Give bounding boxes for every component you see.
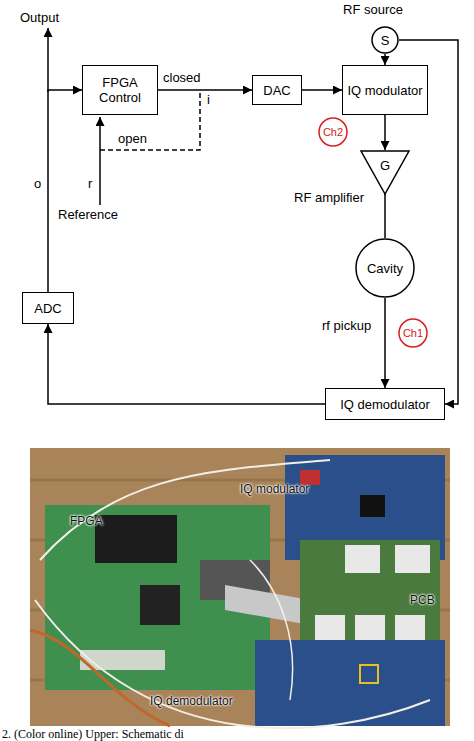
probe-label: Ch2	[323, 125, 343, 140]
box-label: ADC	[34, 301, 61, 316]
box-label: FPGA Control	[83, 75, 157, 105]
node-text-stack: ADC	[34, 301, 61, 316]
amplifier-label: RF amplifier	[294, 190, 364, 205]
signal-connector	[384, 54, 386, 65]
node-text-stack: G	[380, 158, 390, 173]
pcb-part	[355, 615, 385, 643]
figure-caption: 2. (Color online) Upper: Schematic di	[2, 727, 184, 741]
signal-name: Reference	[58, 207, 118, 222]
amplifier-triangle: RF amplifierG	[360, 150, 410, 194]
node-text-stack: IQ modulator	[347, 83, 422, 98]
converter-box: DAC	[252, 75, 302, 105]
board-part	[360, 495, 385, 517]
demodulator-box: IQ demodulator	[325, 388, 445, 420]
converter-box: ADC	[22, 292, 74, 324]
rf-cable	[35, 600, 430, 728]
modulator-box: IQ modulator	[342, 65, 428, 115]
connector-label: closed	[163, 70, 201, 85]
box-label: IQ demodulator	[340, 397, 430, 412]
photo-label: IQ demodulator	[150, 694, 233, 708]
box-label: IQ modulator	[347, 83, 422, 98]
signal-connector	[384, 194, 386, 238]
rf-cable	[40, 460, 330, 560]
connector-group	[48, 40, 458, 404]
output-wire	[47, 28, 49, 92]
signal-connector	[302, 89, 342, 91]
node-text-stack: DAC	[263, 83, 290, 98]
probe-circle: Ch2	[318, 117, 348, 147]
node-text-stack: IQ demodulator	[340, 397, 430, 412]
box-label: DAC	[263, 83, 290, 98]
signal-connector	[384, 298, 386, 388]
fpga-chip	[140, 585, 180, 625]
rf-cable	[30, 630, 170, 726]
signal-connector	[48, 90, 82, 292]
gain-symbol: G	[380, 158, 390, 173]
loop-mode-label: open	[118, 131, 147, 146]
demodulator-board	[255, 640, 445, 726]
node-text-stack: Cavity	[367, 261, 403, 276]
pcb-part	[395, 545, 430, 573]
circle-outline	[399, 319, 427, 347]
signal-name: Output	[20, 10, 59, 25]
node-text-stack: Ch2	[323, 125, 343, 140]
source-circle: RF sourceS	[371, 26, 399, 54]
rf-cable	[250, 560, 293, 700]
pcb-part	[395, 615, 425, 643]
board-screen	[95, 515, 177, 563]
control-box: FPGA Control	[82, 65, 158, 115]
circle-outline	[372, 27, 398, 53]
signal-connector	[48, 324, 325, 404]
probe-label: Ch1	[403, 326, 423, 341]
triangle-outline	[361, 151, 409, 194]
reference-wire	[99, 117, 101, 205]
signal-connector	[384, 115, 386, 150]
circle-outline	[356, 239, 414, 297]
pcb-part	[345, 545, 380, 573]
highlight-box	[360, 665, 378, 683]
signal-name: i	[207, 92, 210, 107]
node-text-stack: Ch1	[403, 326, 423, 341]
signal-connector	[158, 89, 252, 91]
ribbon-cable	[225, 585, 310, 625]
photo-background	[30, 448, 450, 726]
photo-label: PCB	[410, 593, 435, 607]
node-text-stack: S	[381, 33, 390, 48]
photo-label: FPGA	[70, 514, 103, 528]
pcb-part	[315, 615, 345, 643]
connector-label: rf pickup	[322, 318, 371, 333]
photo-label: IQ modulator	[240, 482, 309, 496]
source-symbol: S	[381, 33, 390, 48]
circle-outline	[319, 118, 347, 146]
node-text-stack: FPGA Control	[83, 75, 157, 105]
source-heading: RF source	[343, 2, 403, 17]
probe-circle: Ch1	[398, 318, 428, 348]
signal-name: r	[88, 176, 92, 191]
signal-name: o	[34, 176, 41, 191]
cavity-circle: Cavity	[355, 238, 415, 298]
cavity-label: Cavity	[367, 261, 403, 276]
